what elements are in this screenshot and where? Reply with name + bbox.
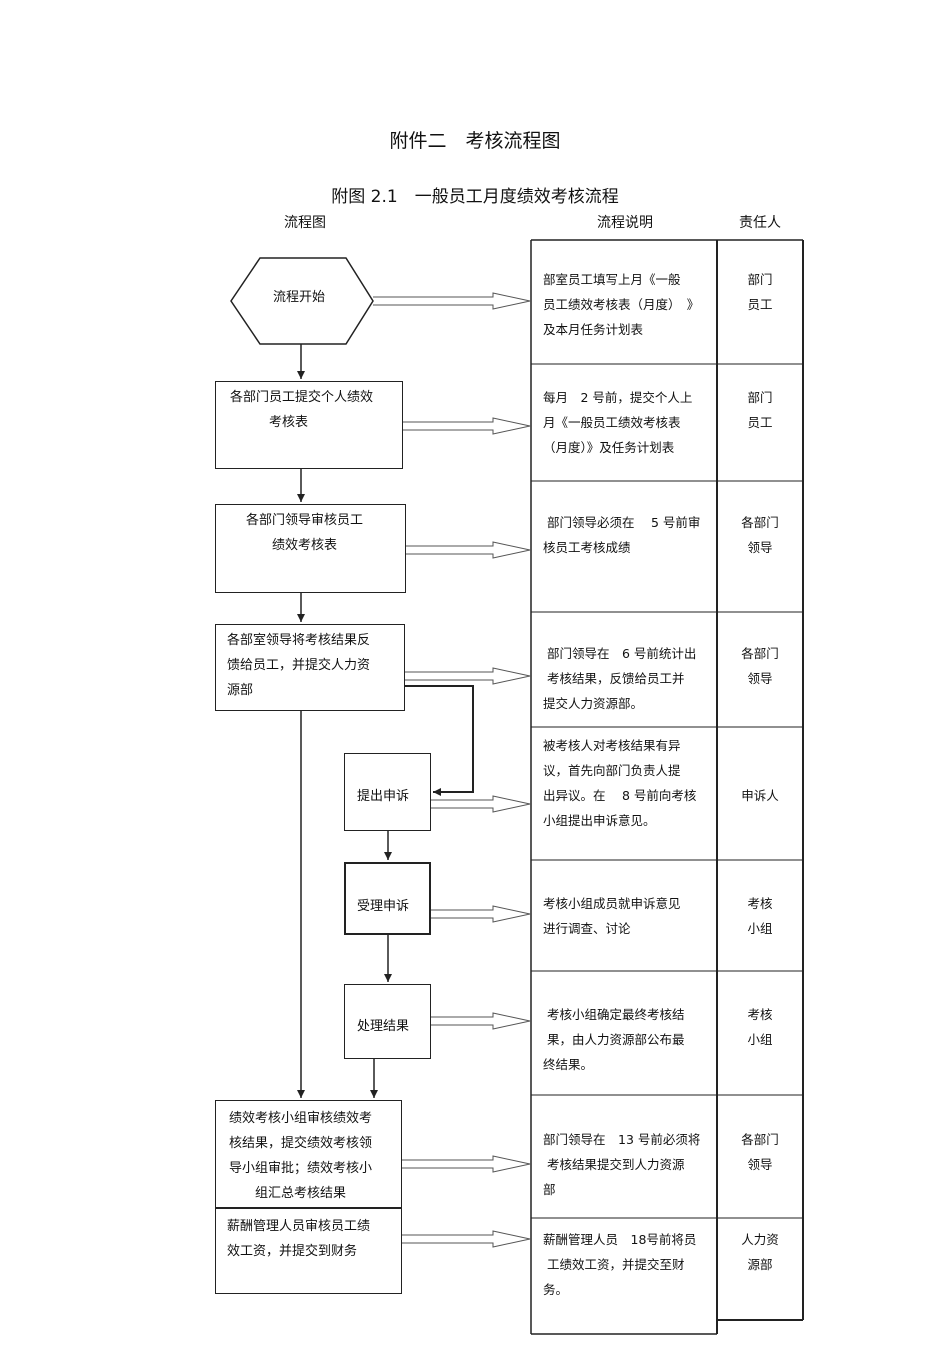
responsible-cell: 考核 小组 bbox=[747, 1007, 773, 1047]
description-cell: 部门领导必须在 5 号前审 核员工考核成绩 bbox=[543, 515, 701, 555]
step-text-feedback-submit: 各部室领导将考核结果反 馈给员工，并提交人力资 源部 bbox=[227, 633, 371, 698]
step-handle-result bbox=[344, 984, 431, 1059]
column-header-flow: 流程图 bbox=[284, 215, 326, 231]
description-cell: 部室员工填写上月《一般 员工绩效考核表（月度） 》 及本月任务计划表 bbox=[543, 272, 700, 337]
column-header-desc: 流程说明 bbox=[597, 215, 653, 231]
step-text-group-review: 绩效考核小组审核绩效考 核结果，提交绩效考核领 导小组审批；绩效考核小 组汇总考… bbox=[229, 1111, 373, 1201]
step-text-start: 流程开始 bbox=[273, 290, 326, 305]
responsible-cell: 申诉人 bbox=[741, 788, 779, 803]
responsible-cell: 各部门 领导 bbox=[741, 646, 779, 686]
step-text-handle-result: 处理结果 bbox=[357, 1019, 410, 1034]
step-text-accept-appeal: 受理申诉 bbox=[357, 899, 410, 914]
description-cell: 部门领导在 13 号前必须将 考核结果提交到人力资源 部 bbox=[543, 1132, 701, 1197]
step-leader-review bbox=[215, 504, 406, 593]
step-accept-appeal bbox=[344, 862, 431, 935]
box-divider bbox=[215, 1207, 402, 1209]
start-hexagon bbox=[230, 257, 374, 345]
step-text-salary-review: 薪酬管理人员审核员工绩 效工资，并提交到财务 bbox=[227, 1219, 371, 1259]
responsible-cell: 部门 员工 bbox=[747, 272, 773, 312]
step-appeal bbox=[344, 753, 431, 831]
description-cell: 薪酬管理人员 18号前将员 工绩效工资，并提交至财 务。 bbox=[543, 1232, 697, 1297]
description-cell: 考核小组确定最终考核结 果，由人力资源部公布最 终结果。 bbox=[543, 1007, 685, 1072]
responsible-cell: 考核 小组 bbox=[747, 896, 773, 936]
description-cell: 部门领导在 6 号前统计出 考核结果，反馈给员工并 提交人力资源部。 bbox=[543, 646, 697, 711]
responsible-cell: 人力资 源部 bbox=[741, 1232, 779, 1272]
responsible-cell: 各部门 领导 bbox=[741, 1132, 779, 1172]
page-title: 附件二 考核流程图 bbox=[389, 130, 561, 152]
step-text-submit-form: 各部门员工提交个人绩效 考核表 bbox=[230, 390, 374, 430]
description-cell: 考核小组成员就申诉意见 进行调查、讨论 bbox=[543, 896, 681, 936]
description-cell: 每月 2 号前，提交个人上 月《一般员工绩效考核表 （月度）》及任务计划表 bbox=[543, 390, 693, 455]
description-cell: 被考核人对考核结果有异 议，首先向部门负责人提 出异议。在 8 号前向考核 小组… bbox=[543, 738, 697, 828]
figure-caption: 附图 2.1 一般员工月度绩效考核流程 bbox=[331, 187, 619, 207]
description-table bbox=[530, 239, 804, 1335]
step-text-leader-review: 各部门领导审核员工 绩效考核表 bbox=[246, 513, 364, 553]
column-header-resp: 责任人 bbox=[739, 215, 781, 231]
step-text-appeal: 提出申诉 bbox=[357, 789, 410, 804]
step-group-review bbox=[215, 1100, 402, 1294]
responsible-cell: 各部门 领导 bbox=[741, 515, 779, 555]
step-submit-form bbox=[215, 381, 403, 469]
responsible-cell: 部门 员工 bbox=[747, 390, 773, 430]
flow-to-description-arrows bbox=[373, 292, 531, 1248]
step-feedback-submit bbox=[215, 624, 405, 711]
flow-connectors bbox=[297, 344, 474, 1098]
